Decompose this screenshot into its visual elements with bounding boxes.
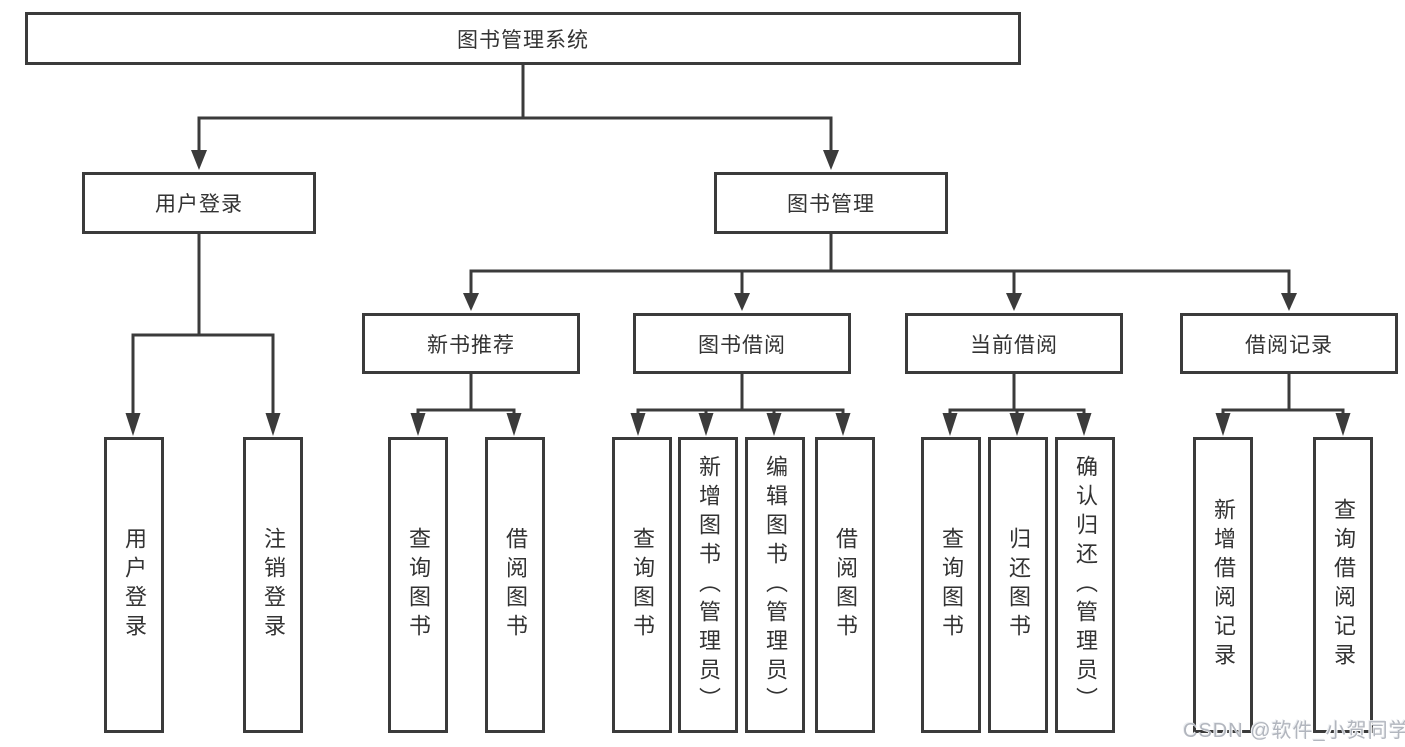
connector-new-book: [416, 374, 516, 415]
leaf-query-borrow-record-label: 查询借阅记录: [1331, 498, 1356, 672]
connector-book-borrow: [636, 374, 845, 415]
node-user-login-label: 用户登录: [155, 193, 243, 216]
node-book-management: 图书管理: [714, 172, 948, 234]
node-book-borrowing-label: 图书借阅: [698, 333, 786, 357]
leaf-logout: 注销登录: [243, 437, 303, 733]
leaf-edit-books-admin: 编辑图书（管理员）: [745, 437, 805, 733]
connector-borrow-records: [1221, 374, 1345, 415]
connector-current-borrow: [948, 374, 1086, 415]
leaf-query-books-recommend-label: 查询图书: [406, 527, 431, 643]
node-borrowing-records-label: 借阅记录: [1245, 333, 1333, 357]
node-user-login: 用户登录: [82, 172, 316, 234]
connector-root: [197, 65, 833, 152]
node-current-borrowing: 当前借阅: [905, 313, 1123, 374]
connector-book-management: [469, 234, 1291, 295]
leaf-confirm-return-admin: 确认归还（管理员）: [1055, 437, 1115, 733]
leaf-borrow-books-recommend-label: 借阅图书: [503, 527, 528, 643]
leaf-confirm-return-admin-label: 确认归还（管理员）: [1073, 454, 1098, 716]
leaf-query-books-current: 查询图书: [921, 437, 981, 733]
node-new-book-recommend: 新书推荐: [362, 313, 580, 374]
leaf-user-login: 用户登录: [104, 437, 164, 733]
connector-user-login: [131, 234, 275, 415]
leaf-borrow-books-label: 借阅图书: [833, 527, 858, 643]
leaf-user-login-label: 用户登录: [122, 527, 147, 643]
leaf-edit-books-admin-label: 编辑图书（管理员）: [763, 454, 788, 716]
leaf-return-books: 归还图书: [988, 437, 1048, 733]
node-new-book-recommend-label: 新书推荐: [427, 333, 515, 357]
node-root: 图书管理系统: [25, 12, 1021, 65]
node-book-borrowing: 图书借阅: [633, 313, 851, 374]
leaf-query-books-borrow-label: 查询图书: [630, 527, 655, 643]
node-root-label: 图书管理系统: [457, 28, 589, 52]
node-book-management-label: 图书管理: [787, 193, 875, 216]
leaf-query-books-borrow: 查询图书: [612, 437, 672, 733]
leaf-add-borrow-record: 新增借阅记录: [1193, 437, 1253, 733]
leaf-query-books-recommend: 查询图书: [388, 437, 448, 733]
leaf-add-books-admin-label: 新增图书（管理员）: [696, 454, 721, 716]
leaf-query-borrow-record: 查询借阅记录: [1313, 437, 1373, 733]
leaf-add-borrow-record-label: 新增借阅记录: [1211, 498, 1236, 672]
leaf-query-books-current-label: 查询图书: [939, 527, 964, 643]
leaf-return-books-label: 归还图书: [1006, 527, 1031, 643]
csdn-watermark: CSDN @软件_小贺同学: [1183, 720, 1405, 742]
node-current-borrowing-label: 当前借阅: [970, 333, 1058, 357]
leaf-borrow-books-recommend: 借阅图书: [485, 437, 545, 733]
arrowheads: [125, 150, 1351, 436]
leaf-logout-label: 注销登录: [261, 527, 286, 643]
leaf-borrow-books: 借阅图书: [815, 437, 875, 733]
node-borrowing-records: 借阅记录: [1180, 313, 1398, 374]
leaf-add-books-admin: 新增图书（管理员）: [678, 437, 738, 733]
